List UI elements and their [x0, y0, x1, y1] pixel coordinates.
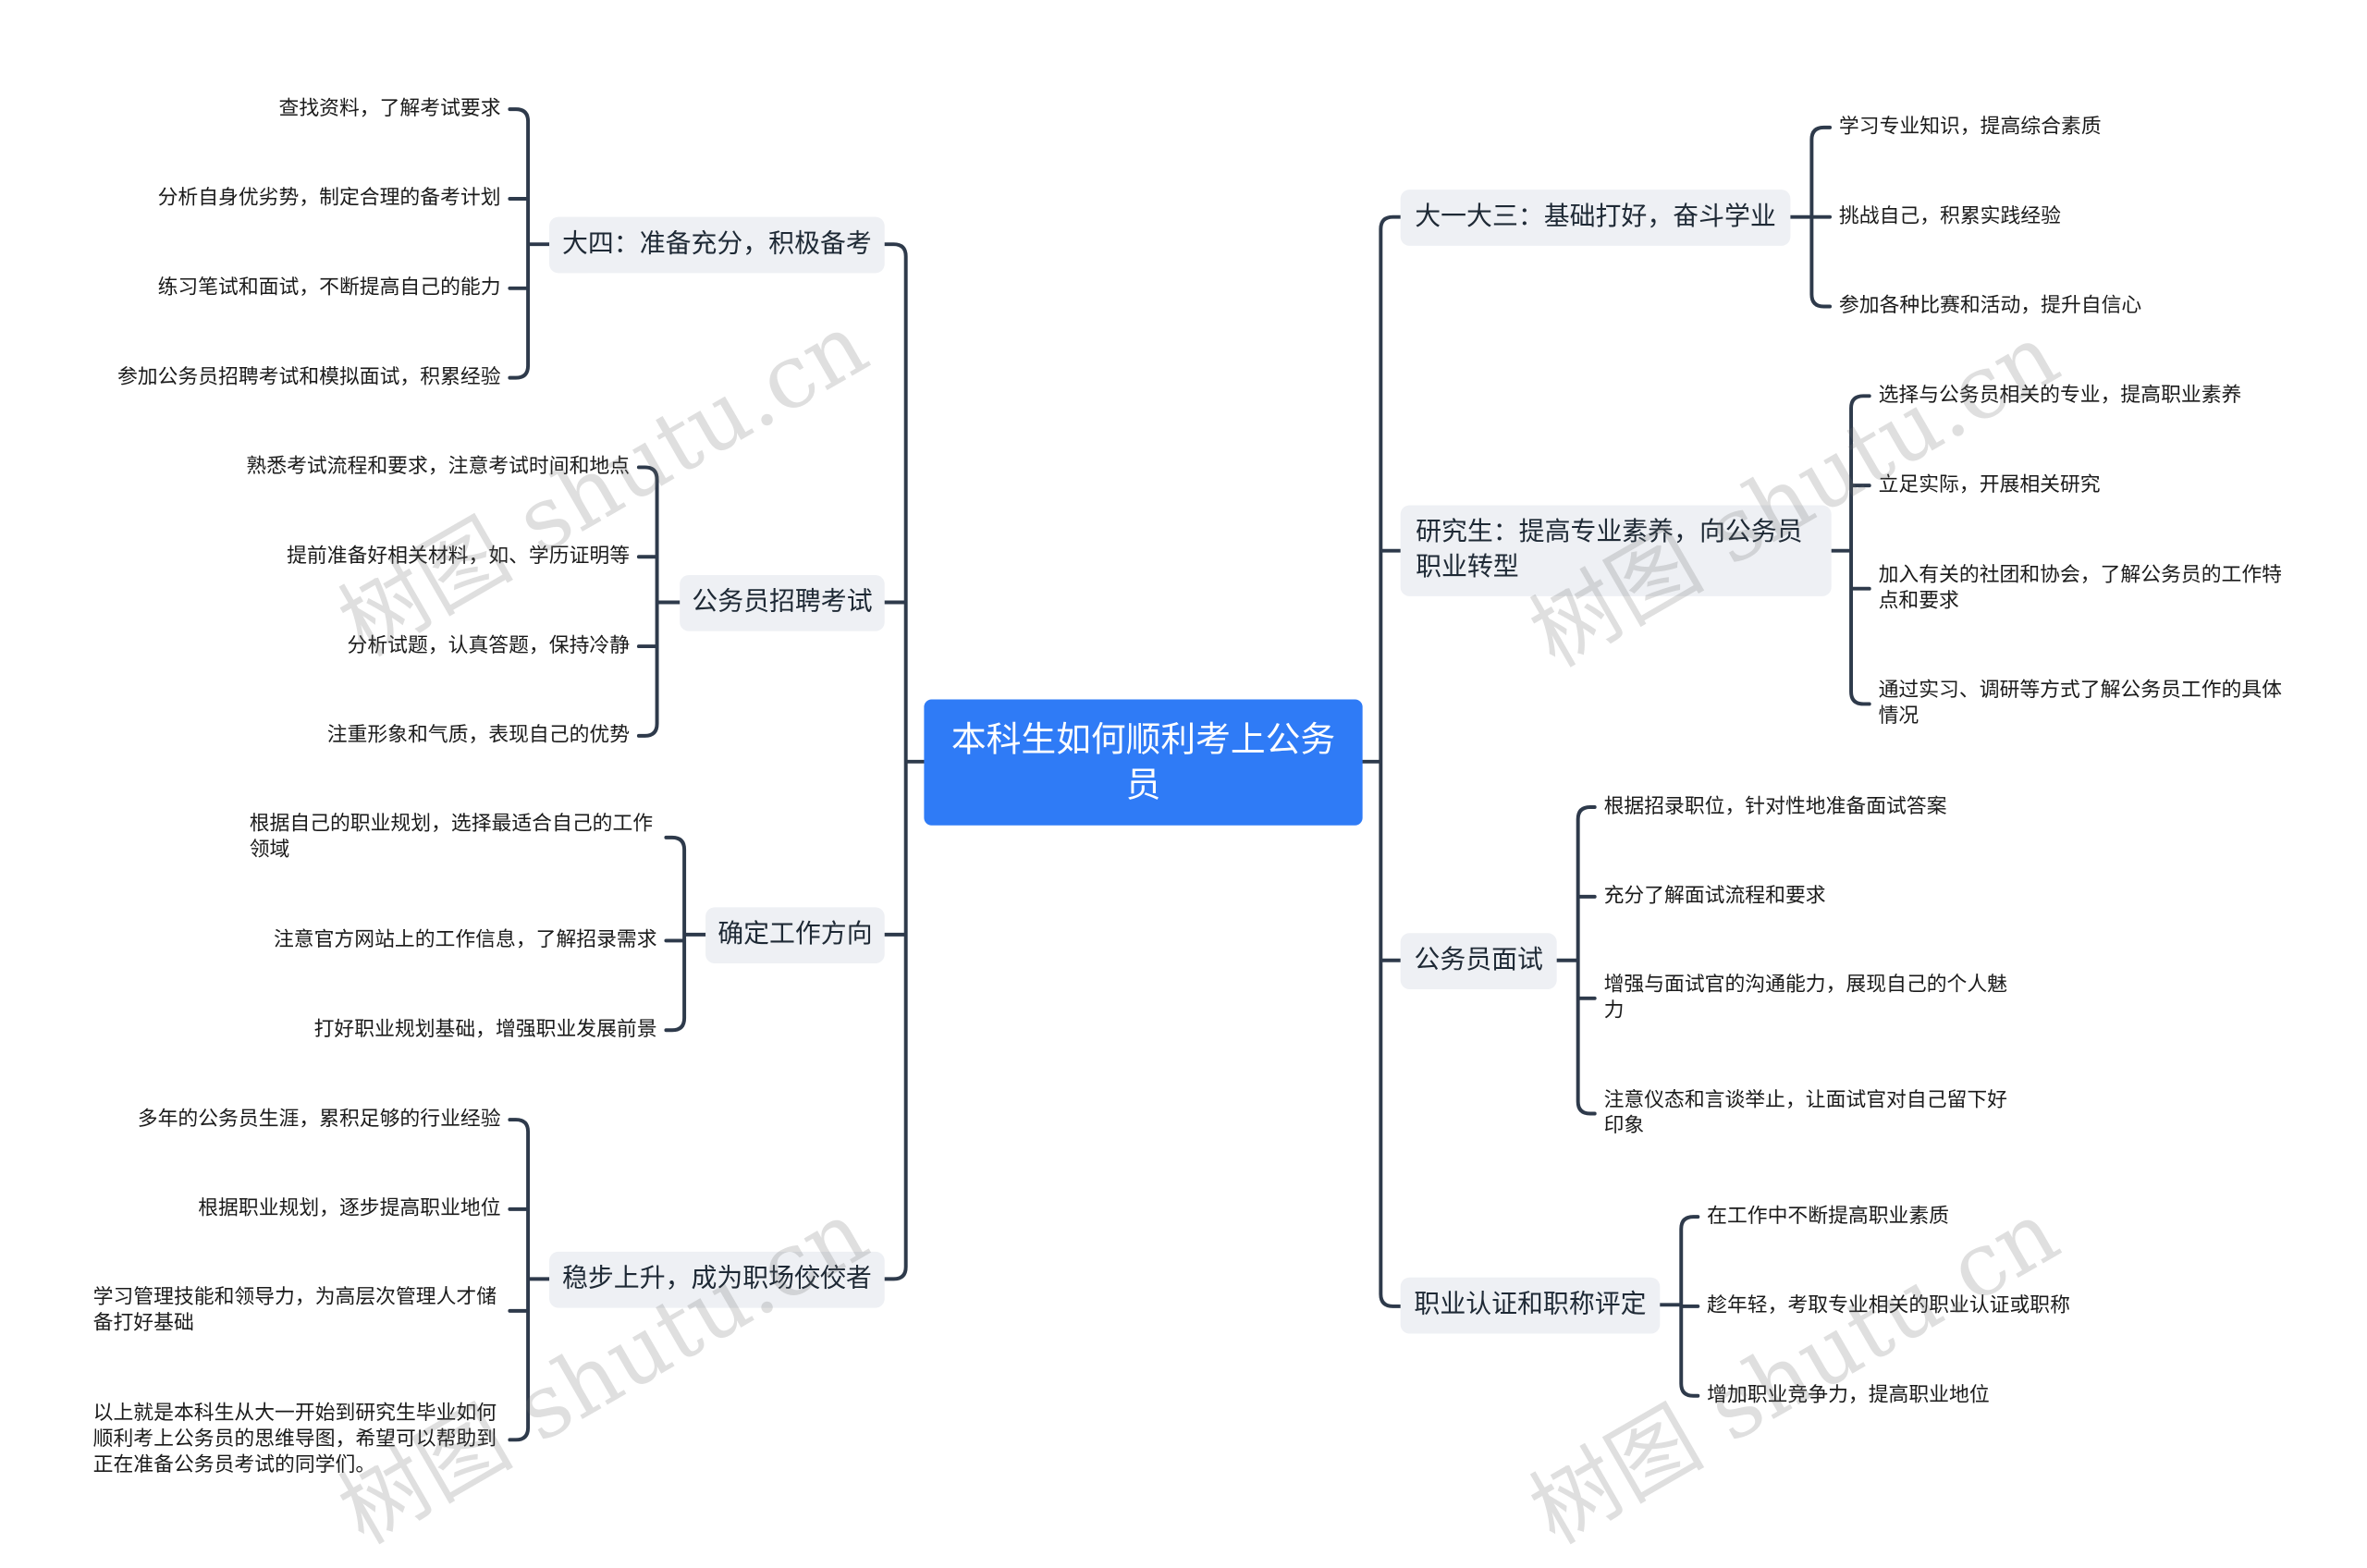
leaf-node: 以上就是本科生从大一开始到研究生毕业如何顺利考上公务员的思维导图，希望可以帮助到…: [92, 1403, 497, 1477]
leaf-node: 熟悉考试流程和要求，注意考试时间和地点: [246, 456, 631, 479]
right-branch-3-connector: [1658, 1215, 1700, 1398]
leaf-node: 增强与面试官的沟通能力，展现自己的个人魅力: [1603, 974, 2007, 1023]
left-branch-0-connector: [508, 107, 552, 380]
branch-node: 大四：准备充分，积极备考: [549, 216, 885, 274]
leaf-node: 通过实习、调研等方式了解公务员工作的具体情况: [1878, 680, 2282, 729]
leaf-node: 学习专业知识，提高综合素质: [1838, 116, 2102, 140]
leaf-node: 加入有关的社团和协会，了解公务员的工作特点和要求: [1878, 564, 2282, 613]
leaf-node: 挑战自己，积累实践经验: [1838, 205, 2061, 228]
branch-node: 大一大三：基础打好，奋斗学业: [1400, 190, 1791, 246]
left-trunk-connector: [882, 242, 926, 1281]
branch-node: 公务员招聘考试: [680, 574, 885, 631]
right-branch-2-connector: [1554, 805, 1597, 1116]
leaf-node: 参加公务员招聘考试和模拟面试，积累经验: [117, 366, 501, 389]
leaf-node: 打好职业规划基础，增强职业发展前景: [313, 1018, 657, 1042]
right-trunk-connector: [1360, 214, 1403, 1308]
leaf-node: 分析自身优劣势，制定合理的备考计划: [157, 187, 501, 211]
left-branch-3-connector: [508, 1118, 552, 1442]
left-branch-2-connector: [664, 835, 708, 1033]
leaf-node: 练习笔试和面试，不断提高自己的能力: [157, 276, 501, 300]
leaf-node: 注意官方网站上的工作信息，了解招录需求: [273, 929, 657, 952]
leaf-node: 根据职业规划，逐步提高职业地位: [198, 1197, 501, 1221]
leaf-node: 查找资料，了解考试要求: [278, 97, 501, 121]
leaf-node: 选择与公务员相关的专业，提高职业素养: [1878, 384, 2242, 408]
leaf-node: 多年的公务员生涯，累积足够的行业经验: [137, 1108, 501, 1132]
leaf-node: 根据自己的职业规划，选择最适合自己的工作领域: [249, 813, 654, 863]
leaf-node: 注重形象和气质，表现自己的优势: [326, 724, 631, 748]
leaf-node: 增加职业竞争力，提高职业地位: [1707, 1384, 1990, 1408]
leaf-node: 分析试题，认真答题，保持冷静: [347, 634, 631, 658]
branch-node: 稳步上升，成为职场佼佼者: [549, 1251, 885, 1308]
branch-node: 确定工作方向: [705, 907, 885, 964]
leaf-node: 在工作中不断提高职业素质: [1707, 1205, 1949, 1229]
leaf-node: 学习管理技能和领导力，为高层次管理人才储备打好基础: [92, 1286, 497, 1336]
leaf-node: 趁年轻，考取专业相关的职业认证或职称: [1707, 1294, 2070, 1318]
leaf-node: 注意仪态和言谈举止，让面试官对自己留下好印象: [1603, 1089, 2007, 1138]
right-branch-1-connector: [1829, 394, 1871, 706]
leaf-node: 充分了解面试流程和要求: [1603, 885, 1826, 909]
leaf-node: 提前准备好相关材料，如、学历证明等: [287, 545, 631, 569]
right-branch-0-connector: [1788, 125, 1833, 309]
branch-node: 研究生：提高专业素养，向公务员职业转型: [1400, 505, 1832, 596]
leaf-node: 参加各种比赛和活动，提升自信心: [1838, 295, 2142, 318]
leaf-node: 立足实际，开展相关研究: [1878, 473, 2101, 497]
branch-node: 职业认证和职称评定: [1400, 1277, 1661, 1334]
root-node: 本科生如何顺利考上公务员: [924, 699, 1363, 826]
leaf-node: 根据招录职位，针对性地准备面试答案: [1603, 795, 1947, 819]
left-branch-1-connector: [636, 465, 682, 738]
branch-node: 公务员面试: [1400, 933, 1557, 989]
